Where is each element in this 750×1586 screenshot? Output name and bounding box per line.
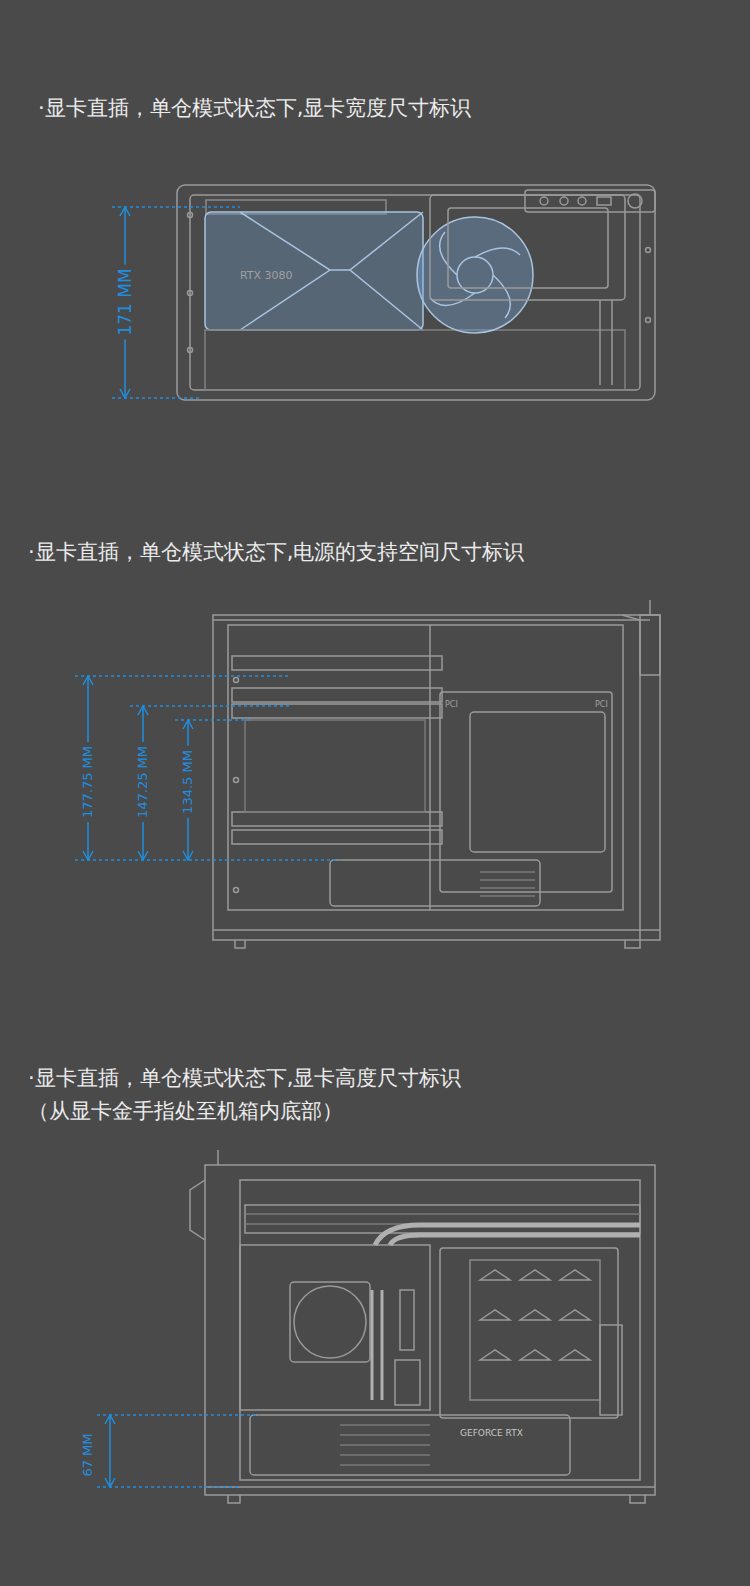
line-art (240, 1180, 640, 1480)
dimension-label: 147.25 MM (135, 742, 151, 822)
line-art (228, 625, 623, 910)
line-art (375, 1225, 640, 1245)
side-view-psu (213, 600, 660, 948)
line-art (440, 1248, 618, 1418)
line-art (109, 1415, 111, 1487)
line-art (232, 688, 442, 702)
line-art (205, 1486, 655, 1488)
line-art (112, 206, 240, 208)
line-art (400, 1290, 414, 1350)
line-art (290, 1282, 370, 1362)
section-note: （从显卡金手指处至机箱内底部） (28, 1099, 343, 1124)
dimension-171 (112, 207, 240, 398)
line-art (599, 300, 601, 385)
line-art (330, 860, 540, 906)
line-art (480, 1270, 590, 1360)
line-art (646, 318, 651, 323)
line-art (429, 625, 431, 910)
section-heading: ·显卡直插，单仓模式状态下,电源的支持空间尺寸标识 (28, 540, 524, 565)
line-art (75, 859, 340, 861)
line-art (234, 678, 239, 683)
line-art (234, 888, 239, 893)
line-art (97, 1486, 240, 1488)
line-art (188, 213, 193, 218)
line-art (240, 1245, 430, 1410)
line-art (470, 712, 605, 852)
line-art (213, 615, 660, 940)
line-art (395, 1360, 420, 1405)
line-art (250, 1415, 570, 1475)
line-art (597, 197, 611, 205)
line-art (470, 1260, 600, 1400)
line-art (83, 676, 193, 860)
section-heading: ·显卡直插，单仓模式状态下,显卡高度尺寸标识 (28, 1066, 461, 1091)
line-art (611, 300, 613, 385)
line-art (245, 720, 425, 812)
line-art (205, 1165, 655, 1495)
port-label: PCI (595, 700, 608, 710)
line-art (417, 217, 533, 333)
dimension-label: 134.5 MM (180, 746, 196, 818)
line-art (294, 1286, 366, 1358)
side-view-gpu (190, 1150, 655, 1503)
dimension-label: 67 MM (80, 1429, 96, 1480)
line-art (205, 330, 625, 390)
line-art (105, 1415, 115, 1487)
line-art (372, 1290, 382, 1400)
gpu-model: RTX 3080 (240, 269, 293, 282)
line-art (228, 1495, 645, 1503)
line-art (245, 1205, 640, 1233)
line-art (430, 195, 625, 300)
line-art (646, 248, 651, 253)
line-art (232, 656, 442, 670)
line-art (190, 1150, 218, 1240)
dimension-67 (97, 1415, 260, 1487)
gpu-brand: GEFORCE RTX (460, 1428, 523, 1439)
line-art (600, 1325, 622, 1415)
line-art (97, 1414, 260, 1416)
line-art (622, 600, 650, 940)
line-art (188, 291, 193, 296)
line-art (175, 719, 250, 721)
line-art (340, 1425, 430, 1465)
line-art (440, 692, 612, 892)
line-art (525, 190, 655, 212)
port-label: PCI (445, 700, 458, 710)
line-art (240, 212, 423, 330)
line-art (540, 197, 548, 205)
top-view (177, 185, 655, 400)
line-art (213, 619, 650, 621)
dimension-label: 171 MM (115, 264, 135, 339)
line-art (628, 194, 642, 208)
dimension-label: 177.75 MM (80, 742, 96, 822)
line-art (190, 195, 640, 390)
line-art (480, 872, 535, 896)
line-art (177, 185, 655, 400)
line-art (640, 615, 660, 675)
line-art (205, 212, 423, 330)
dimension-psu (75, 676, 340, 860)
line-art (188, 348, 193, 353)
line-art (75, 675, 290, 677)
line-art (232, 812, 442, 826)
line-art (578, 197, 586, 205)
section-heading: ·显卡直插，单仓模式状态下,显卡宽度尺寸标识 (38, 96, 471, 121)
line-art (430, 232, 520, 318)
line-art (560, 197, 568, 205)
line-art (130, 705, 290, 707)
line-art (232, 830, 442, 844)
line-art (234, 778, 239, 783)
line-art (448, 208, 608, 288)
line-art (235, 940, 640, 948)
line-art (213, 929, 660, 931)
